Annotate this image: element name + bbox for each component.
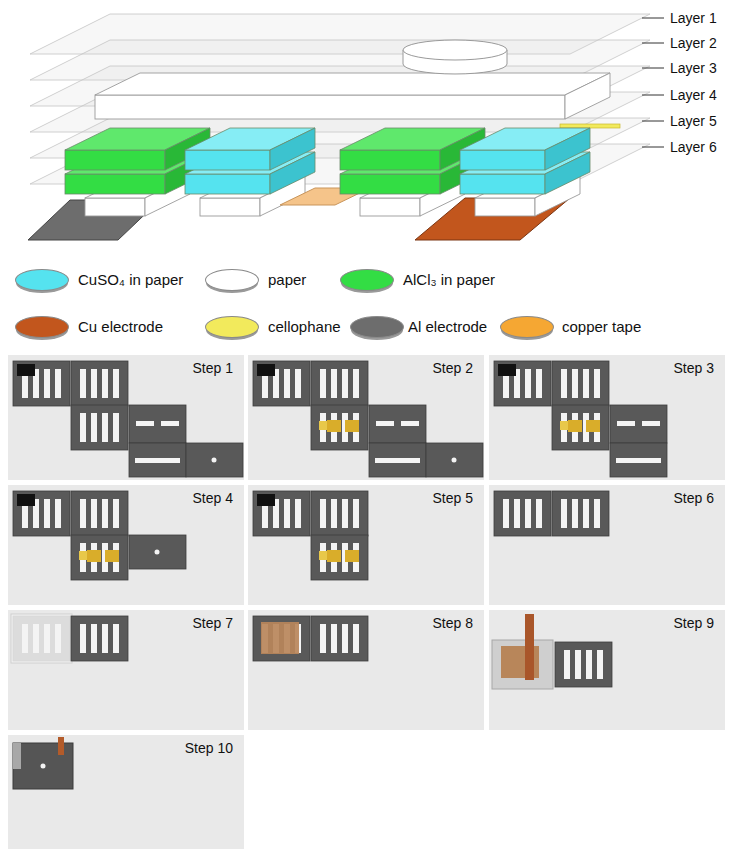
layer-label: Layer 5 [670, 112, 717, 130]
step-panel: Step 9 [489, 610, 725, 730]
legend-text: paper [268, 271, 306, 289]
legend-text: CuSO₄ in paper [78, 271, 183, 289]
layer-label: Layer 3 [670, 59, 717, 77]
step-label: Step 2 [430, 359, 476, 377]
legend-swatch [15, 316, 69, 338]
step-label: Step 8 [430, 614, 476, 632]
step-label: Step 7 [190, 614, 236, 632]
layer-label: Layer 2 [670, 34, 717, 52]
legend-text: copper tape [562, 318, 641, 336]
step-label: Step 1 [190, 359, 236, 377]
step-label: Step 9 [671, 614, 717, 632]
step-label: Step 3 [671, 359, 717, 377]
legend-swatch [340, 269, 394, 291]
step-label: Step 5 [430, 489, 476, 507]
step-panel: Step 4 [8, 485, 244, 605]
legend-text: cellophane [268, 318, 341, 336]
legend-text: Al electrode [408, 318, 487, 336]
layer-label: Layer 6 [670, 138, 717, 156]
step-label: Step 6 [671, 489, 717, 507]
legend-swatch [500, 316, 554, 338]
legend-swatch [350, 316, 404, 338]
step-panel: Step 10 [8, 735, 244, 849]
step-panel: Step 3 [489, 355, 725, 480]
step-label: Step 4 [190, 489, 236, 507]
legend-swatch [205, 316, 259, 338]
step-photos [8, 355, 725, 849]
legend-text: Cu electrode [78, 318, 163, 336]
step-panel: Step 1 [8, 355, 244, 480]
legend-swatch [15, 269, 69, 291]
step-panel: Step 8 [248, 610, 484, 730]
step-panel: Step 2 [248, 355, 484, 480]
step-panel: Step 7 [8, 610, 244, 730]
legend-swatch [205, 269, 259, 291]
legend-text: AlCl₃ in paper [403, 271, 495, 289]
step-panel: Step 6 [489, 485, 725, 605]
step-panel: Step 5 [248, 485, 484, 605]
layer-label: Layer 4 [670, 86, 717, 104]
step-label: Step 10 [182, 739, 236, 757]
layer-label: Layer 1 [670, 9, 717, 27]
